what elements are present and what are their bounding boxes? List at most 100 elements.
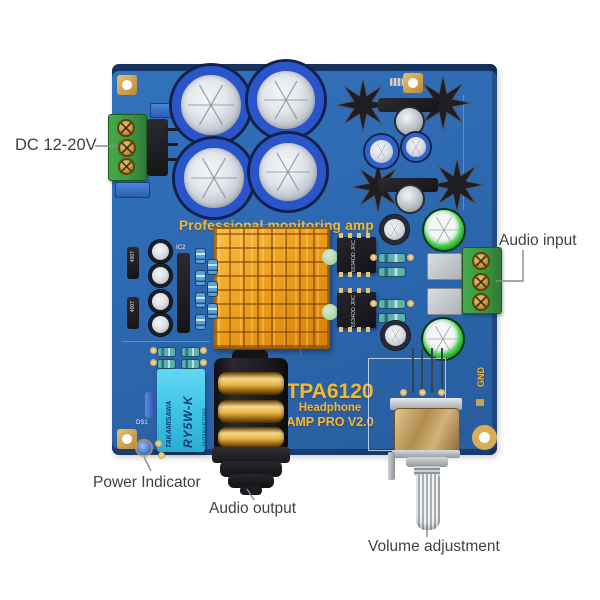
resistor [181,347,200,357]
relay-label: TAKAMISAWA RY5W-K JAPAN1B2089 [161,373,215,448]
relay-model: RY5W-K [181,395,195,448]
resistor [157,359,176,369]
resistor [207,303,218,319]
decoupling-capacitor [402,133,430,161]
resistor [207,281,218,297]
resistor [378,299,406,309]
silkscreen-ic2: IC2 [176,245,186,251]
solder-pad [419,389,426,396]
jack-nut [220,461,282,477]
silkscreen-ds1: DS1 [136,420,148,426]
label-audio-output: Audio output [209,500,297,517]
ceramic-capacitor [322,249,338,265]
pot-body [394,408,460,454]
audio-terminal-screw [472,293,490,311]
diode-4007: 4007 [127,247,139,279]
volume-knob-shaft [416,474,440,530]
small-capacitor [149,240,172,263]
audio-terminal-screw [472,252,490,270]
solder-pad [158,452,165,459]
label-dc-power: DC 12-20V [15,136,97,154]
audio-capacitor [423,319,463,359]
resistor [378,267,406,277]
star-heatsink [415,74,471,132]
silkscreen-gnd: GND [476,367,486,387]
component-lead [167,158,178,161]
relay-code: JAPAN1B2089 [203,408,209,448]
chip-pins [339,288,374,293]
film-capacitor [115,182,150,198]
jack-tip [240,486,262,495]
opamp-marking: 5534DD JRC [351,240,357,273]
silkscreen-title-block: TPA6120 Headphone AMP PRO V2.0 [286,381,373,429]
pcb-trace [200,224,340,225]
solder-pad [438,389,445,396]
dc-terminal-screw [117,119,135,137]
mounting-hole-top-left [117,75,137,95]
decoupling-capacitor [365,135,398,168]
star-heatsink [430,157,484,213]
pot-threaded-collar [414,465,440,476]
pot-mount-leg [388,452,395,480]
electrolytic-capacitor [381,321,410,350]
small-capacitor [149,264,172,287]
relay: TAKAMISAWA RY5W-K JAPAN1B2089 [157,369,209,452]
solder-pad [407,300,414,307]
resistor [195,292,206,308]
solder-pad [407,254,414,261]
power-led [137,441,151,455]
solder-pad [155,440,162,447]
resistor [157,347,176,357]
film-capacitor [427,253,462,280]
chip-pins [339,233,374,238]
resistor [195,248,206,264]
mounting-hole-bottom-left [117,429,137,449]
small-capacitor [149,313,172,336]
mounting-hole-top-right [403,73,423,93]
pot-lead-wire [441,348,443,393]
silkscreen-product-line2: AMP PRO V2.0 [286,415,374,429]
solder-pad [150,359,157,366]
jack-gold-contact [218,372,284,395]
diode-marking: 4007 [130,251,136,263]
regulator-bracket [378,178,438,192]
star-heatsink [336,77,390,133]
pot-washer [406,457,448,467]
resistor [195,314,206,330]
ceramic-capacitor [322,304,338,320]
pcb-trace [463,95,464,210]
opamp-chip: 5534DD JRC [337,288,376,332]
solder-pad [400,389,407,396]
pot-bottom-plate [392,450,460,458]
pot-lead-wire [421,348,423,393]
filter-capacitor [175,139,253,217]
chip-pins [339,327,374,332]
filter-capacitor [248,62,324,138]
regulator-can [397,186,423,212]
solder-pad [370,254,377,261]
solder-pad [200,347,207,354]
gnd-pad [476,399,484,406]
silkscreen-chip-name: TPA6120 [286,380,374,403]
amplifier-heatsink [213,227,330,349]
film-capacitor [427,288,462,315]
small-capacitor [149,290,172,313]
small-blue-capacitor [145,392,155,418]
jack-gold-contact [218,400,284,423]
regulator-can [396,108,423,135]
jack-flange [212,447,290,463]
solder-pad [370,300,377,307]
resistor [378,253,406,263]
label-volume-adjustment: Volume adjustment [368,538,500,555]
opamp-chip: 5534DD JRC [337,233,376,277]
opamp-marking: 5534DD JRC [351,295,357,328]
pot-lead-wire [431,348,433,393]
jack-gold-contact [218,427,284,448]
electrolytic-capacitor [380,215,409,244]
diode-4007: 4007 [127,297,139,329]
dc-terminal-screw [118,158,135,175]
resistor [207,259,218,275]
chip-pins [339,272,374,277]
silkscreen-product-line1: Headphone [298,402,362,414]
